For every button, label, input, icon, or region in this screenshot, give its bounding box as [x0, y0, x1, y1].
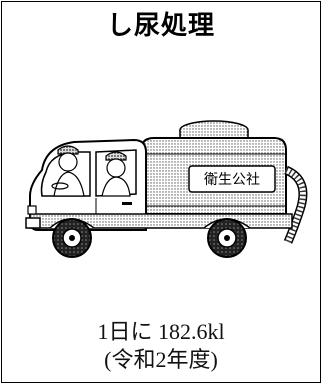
truck-label-box: 衛生公社 [188, 165, 276, 193]
truck-label: 衛生公社 [204, 172, 260, 188]
fiscal-year-text: (令和2年度) [104, 347, 218, 372]
passenger-figure [101, 151, 131, 197]
daily-volume-text: 1日に 182.6kl [97, 319, 225, 344]
rear-wheel [203, 218, 251, 258]
sanitation-truck-illustration: 衛生公社 [25, 120, 308, 258]
driver-figure [51, 145, 85, 197]
front-wheel [49, 218, 95, 258]
card-title: し尿処理 [106, 11, 215, 41]
hose [283, 165, 308, 244]
info-card: し尿処理 [1, 1, 321, 383]
